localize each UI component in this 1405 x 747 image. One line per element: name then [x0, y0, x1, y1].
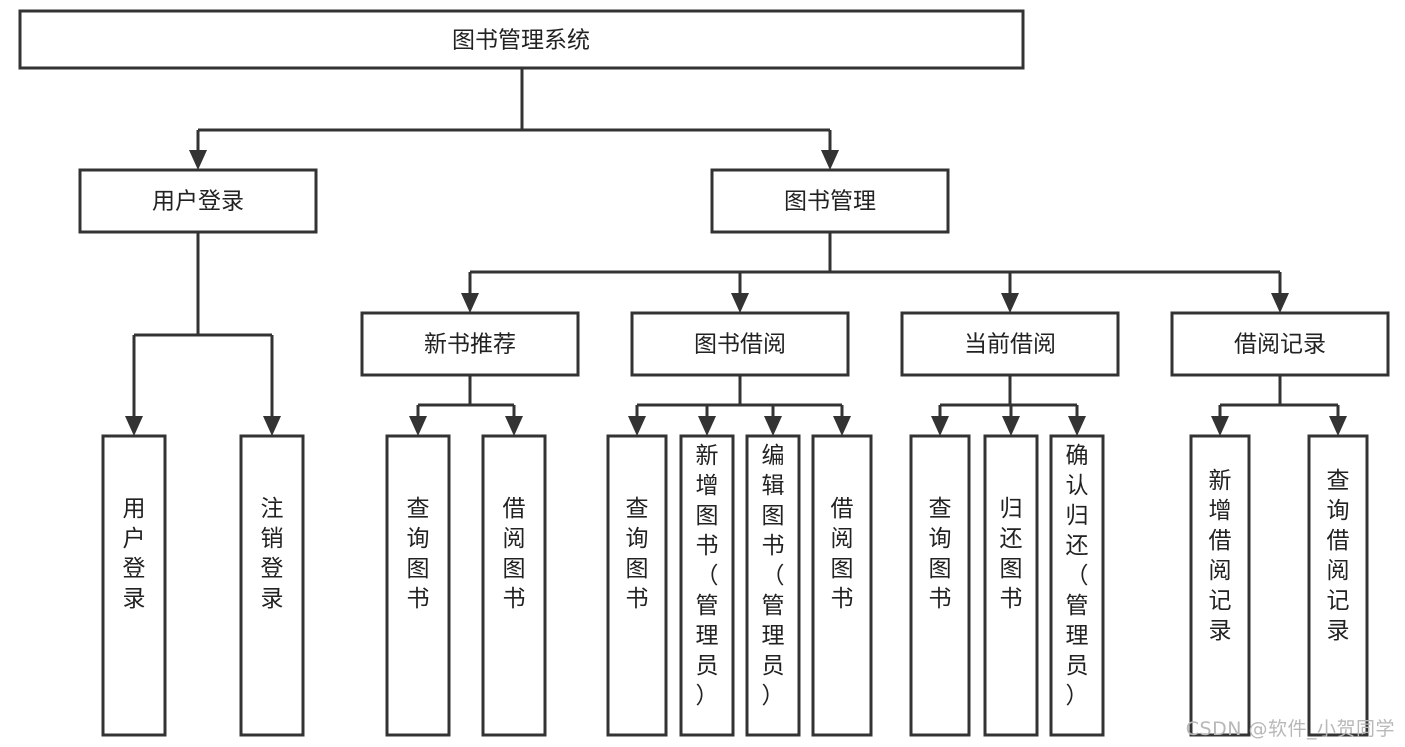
leaf-query-book-current-label: 查询图书	[929, 496, 952, 612]
node-new-book-recommend-label: 新书推荐	[424, 332, 516, 358]
leaf-logout-label: 注销登录	[261, 496, 284, 612]
leaf-query-borrow-record-box	[1307, 434, 1369, 737]
node-current-borrow-box	[900, 311, 1120, 377]
leaf-confirm-return-admin-label: 确认归还（管理员）	[1066, 443, 1089, 709]
leaf-query-book-borrow-box	[606, 434, 668, 737]
leaf-query-book-recommend-box	[385, 434, 451, 737]
leaf-borrow-book-borrow[interactable]: 借阅图书	[811, 434, 873, 737]
leaf-user-login-label: 用户登录	[123, 496, 146, 612]
arrow-head-leaf-return-book	[1002, 416, 1020, 436]
node-user-login[interactable]: 用户登录	[78, 168, 318, 234]
leaf-add-book-admin-box	[679, 434, 735, 737]
leaf-borrow-book-recommend-box	[481, 434, 547, 737]
arrow-head-leaf-edit-book	[764, 416, 782, 436]
leaf-logout[interactable]: 注销登录	[239, 434, 305, 737]
node-borrow-record[interactable]: 借阅记录	[1170, 311, 1390, 377]
arrow-head-current-borrow	[1001, 293, 1019, 313]
arrow-head-leaf-confirm-return	[1068, 416, 1086, 436]
node-book-borrow[interactable]: 图书借阅	[630, 311, 850, 377]
leaf-add-borrow-record-box	[1189, 434, 1251, 737]
leaf-return-book[interactable]: 归还图书	[983, 434, 1039, 737]
leaf-add-book-admin[interactable]: 新增图书（管理员）	[679, 434, 735, 737]
leaf-borrow-book-borrow-label: 借阅图书	[831, 496, 854, 612]
leaf-query-borrow-record-label: 查询借阅记录	[1327, 468, 1350, 644]
leaf-query-book-borrow-label: 查询图书	[626, 496, 649, 612]
leaf-user-login-box	[101, 434, 167, 737]
arrow-head-leaf-query-record	[1329, 416, 1347, 436]
leaf-query-borrow-record[interactable]: 查询借阅记录	[1307, 434, 1369, 737]
arrow-head-book-borrow	[731, 293, 749, 313]
leaf-return-book-label: 归还图书	[1000, 496, 1023, 612]
node-book-borrow-label: 图书借阅	[694, 332, 786, 358]
arrow-head-book-mgmt	[821, 150, 839, 170]
node-book-borrow-box	[630, 311, 850, 377]
arrow-head-leaf-user-login	[125, 416, 143, 436]
leaf-user-login[interactable]: 用户登录	[101, 434, 167, 737]
arrow-head-leaf-borrow-book-1	[505, 416, 523, 436]
leaf-edit-book-admin[interactable]: 编辑图书（管理员）	[745, 434, 801, 737]
leaf-edit-book-admin-box	[745, 434, 801, 737]
node-root[interactable]: 图书管理系统	[18, 9, 1025, 70]
arrow-head-leaf-query-book-2	[628, 416, 646, 436]
leaf-query-book-current[interactable]: 查询图书	[909, 434, 971, 737]
node-borrow-record-box	[1170, 311, 1390, 377]
leaf-add-borrow-record[interactable]: 新增借阅记录	[1189, 434, 1251, 737]
node-user-login-label: 用户登录	[152, 189, 244, 215]
leaf-return-book-box	[983, 434, 1039, 737]
arrow-head-leaf-query-book-3	[931, 416, 949, 436]
leaf-query-book-recommend[interactable]: 查询图书	[385, 434, 451, 737]
arrow-head-leaf-logout	[263, 416, 281, 436]
arrow-head-leaf-add-record	[1211, 416, 1229, 436]
connector-layer	[125, 68, 1347, 436]
node-new-book-recommend-box	[360, 311, 580, 377]
node-book-management[interactable]: 图书管理	[710, 168, 950, 234]
csdn-watermark: CSDN @软件_小贺同学	[1185, 718, 1395, 740]
arrow-head-new-book-rec	[461, 293, 479, 313]
leaf-confirm-return-admin-box	[1049, 434, 1105, 737]
arrow-head-leaf-query-book-1	[409, 416, 427, 436]
leaf-query-book-borrow[interactable]: 查询图书	[606, 434, 668, 737]
arrow-head-leaf-add-book	[698, 416, 716, 436]
leaf-logout-box	[239, 434, 305, 737]
leaf-borrow-book-borrow-box	[811, 434, 873, 737]
leaf-borrow-book-recommend-label: 借阅图书	[503, 496, 526, 612]
leaf-borrow-book-recommend[interactable]: 借阅图书	[481, 434, 547, 737]
leaf-edit-book-admin-label: 编辑图书（管理员）	[762, 443, 785, 709]
leaf-query-book-current-box	[909, 434, 971, 737]
node-root-box	[18, 9, 1025, 70]
node-book-management-label: 图书管理	[784, 189, 876, 215]
leaf-add-borrow-record-label: 新增借阅记录	[1209, 468, 1232, 644]
leaf-confirm-return-admin[interactable]: 确认归还（管理员）	[1049, 434, 1105, 737]
node-user-login-box	[78, 168, 318, 234]
arrow-head-user-login	[189, 150, 207, 170]
node-root-label: 图书管理系统	[452, 28, 590, 54]
node-current-borrow[interactable]: 当前借阅	[900, 311, 1120, 377]
leaf-add-book-admin-label: 新增图书（管理员）	[696, 443, 719, 709]
arrow-head-borrow-record	[1271, 293, 1289, 313]
node-book-management-box	[710, 168, 950, 234]
node-borrow-record-label: 借阅记录	[1234, 332, 1326, 358]
node-new-book-recommend[interactable]: 新书推荐	[360, 311, 580, 377]
node-current-borrow-label: 当前借阅	[964, 332, 1056, 358]
leaf-query-book-recommend-label: 查询图书	[407, 496, 430, 612]
arrow-head-leaf-borrow-book-2	[833, 416, 851, 436]
